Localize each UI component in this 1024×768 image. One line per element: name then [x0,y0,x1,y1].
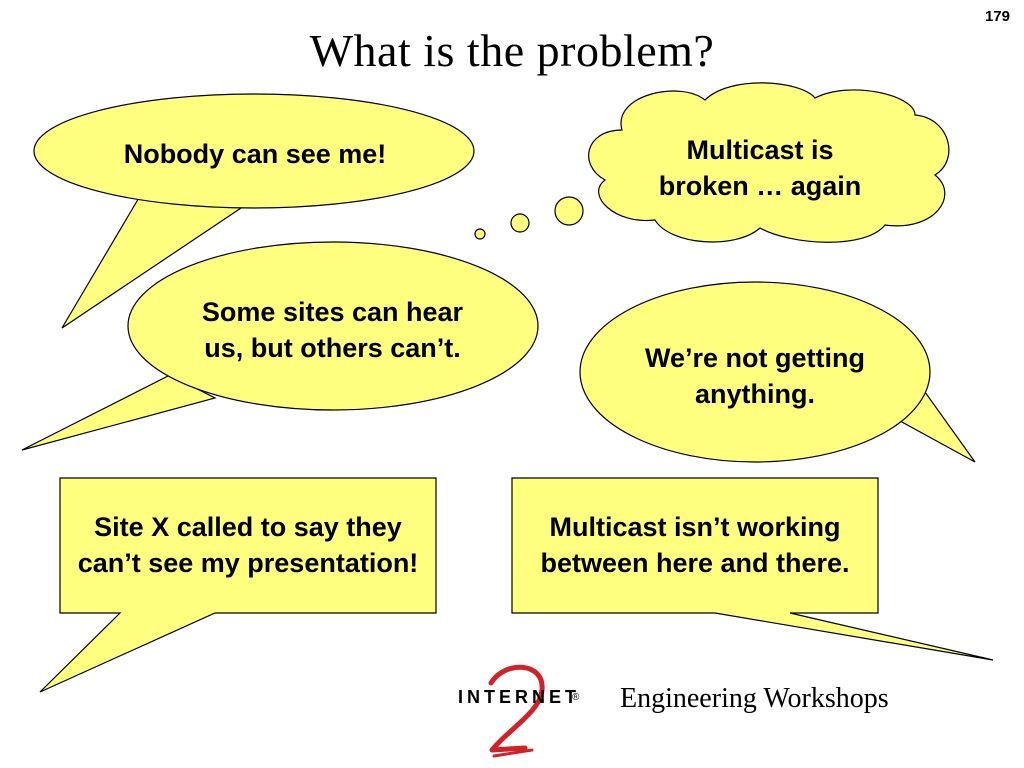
bubble-text-multicast-broken: Multicast is broken … again [658,134,862,201]
rect-callout-site-x [39,477,437,693]
internet2-logo: INTERNET ® [452,660,602,762]
bubble-text-nobody: Nobody can see me! [123,138,387,169]
oval-callout-not-getting [579,281,976,463]
thought-cloud-multicast [474,82,950,243]
registered-mark: ® [572,692,580,703]
internet2-logo-mark [488,664,545,758]
rect-callout-between [511,477,994,661]
bubble-text-between: Multicast isn’t working between here and… [540,511,850,578]
logo-wordmark: INTERNET [458,687,580,707]
bubble-text-site-x: Site X called to say they can’t see my p… [77,511,419,578]
oval-callout-some-sites [21,241,539,451]
footer-text: Engineering Workshops [620,683,889,714]
slide-title: What is the problem? [309,25,715,76]
page-number: 179 [984,8,1010,25]
oval-callout-nobody [33,93,475,329]
bubble-text-not-getting: We’re not getting anything. [645,342,865,409]
bubble-text-some-sites: Some sites can hear us, but others can’t… [201,296,464,363]
